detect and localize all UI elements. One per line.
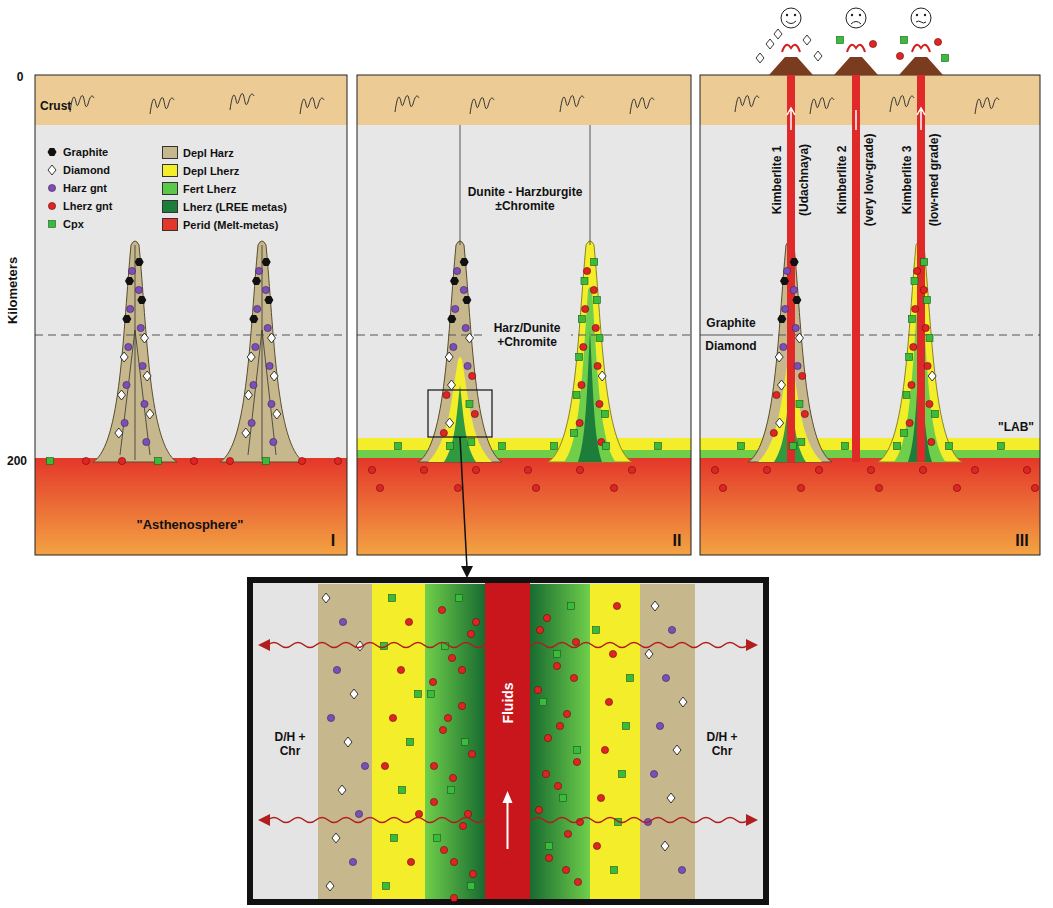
text-label: 200 [7, 455, 27, 469]
vertical-label: Kimberlite 3 [901, 146, 915, 215]
legend-entry: Diamond [46, 164, 110, 176]
band-label: Fluids [499, 682, 515, 723]
fluid-band: Fluids [485, 583, 530, 899]
text-label: Diamond [705, 340, 756, 354]
flow-arrow [485, 583, 530, 899]
panel-one [35, 75, 347, 555]
vertical-label: (very low-grade) [863, 134, 877, 227]
legend-entry: Fert Lherz [162, 182, 236, 195]
legend-text: Lherz (LREE metas) [183, 201, 287, 213]
panel-three [700, 8, 1040, 555]
vertical-label: (Udachnaya) [798, 144, 812, 216]
legend-text: Perid (Melt-metas) [183, 219, 278, 231]
legend-entry: Lherz gnt [46, 200, 113, 212]
legend-swatch [162, 146, 178, 159]
legend-symbol [46, 200, 58, 212]
text-label: Graphite [706, 317, 755, 331]
legend-swatch [162, 182, 178, 195]
legend-text: Harz gnt [63, 182, 107, 194]
vertical-label: Kimberlite 2 [836, 146, 850, 215]
text-label: D/H + Chr [699, 731, 745, 759]
text-label: Crust [40, 100, 71, 114]
vertical-label: (low-med grade) [928, 134, 942, 227]
text-label: 0 [17, 71, 24, 85]
text-label: I [331, 532, 335, 550]
text-label: III [1015, 532, 1028, 550]
legend-entry: Depl Harz [162, 146, 234, 159]
text-label: Dunite - Harzburgite ±Chromite [465, 186, 585, 214]
inset [250, 580, 766, 902]
legend-swatch [162, 200, 178, 213]
legend-entry: Harz gnt [46, 182, 107, 194]
legend-text: Depl Harz [183, 147, 234, 159]
text-label: Harz/Dunite +Chromite [483, 322, 571, 350]
legend-text: Depl Lherz [183, 165, 239, 177]
legend-entry: Graphite [46, 146, 108, 158]
legend-entry: Perid (Melt-metas) [162, 218, 278, 231]
legend-entry: Depl Lherz [162, 164, 239, 177]
legend-swatch [162, 164, 178, 177]
legend-text: Diamond [63, 164, 110, 176]
legend-text: Lherz gnt [63, 200, 113, 212]
legend-symbol [46, 218, 58, 230]
text-label: II [673, 532, 682, 550]
legend-entry: Cpx [46, 218, 84, 230]
text-label: D/H + Chr [267, 731, 313, 759]
legend-entry: Lherz (LREE metas) [162, 200, 287, 213]
legend-swatch [162, 218, 178, 231]
legend-symbol [46, 164, 58, 176]
legend-text: Fert Lherz [183, 183, 236, 195]
legend-symbol [46, 182, 58, 194]
text-label: "LAB" [996, 421, 1036, 435]
vertical-label: Kilometers [7, 256, 22, 323]
legend-text: Cpx [63, 218, 84, 230]
legend-text: Graphite [63, 146, 108, 158]
legend-symbol [46, 146, 58, 158]
panel-two [357, 75, 691, 555]
text-label: "Asthenosphere" [137, 518, 244, 533]
vertical-label: Kimberlite 1 [771, 146, 785, 215]
